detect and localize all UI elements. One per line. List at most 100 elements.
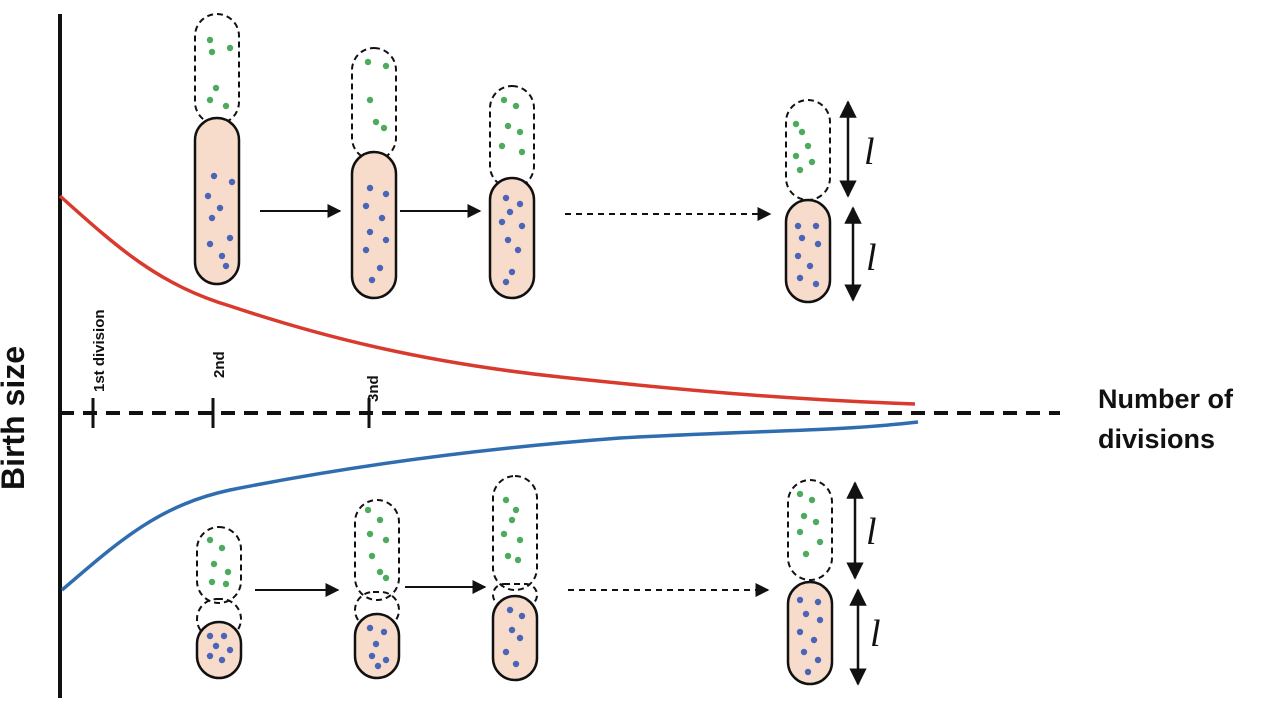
tick-label-1: 1st division	[91, 309, 108, 392]
green-dot	[796, 166, 804, 174]
top-cell-2	[350, 150, 398, 300]
blue-dot	[502, 194, 510, 202]
green-dot	[206, 36, 214, 44]
blue-dot	[208, 214, 216, 222]
blue-dot	[382, 190, 390, 198]
green-dot	[380, 124, 388, 132]
blue-dot	[380, 628, 388, 636]
blue-dot	[368, 276, 376, 284]
green-dot	[516, 536, 524, 544]
blue-dot	[216, 204, 224, 212]
top-cell-2-ghost	[351, 47, 397, 161]
blue-dot	[814, 240, 822, 248]
blue-dot	[206, 240, 214, 248]
green-dot	[206, 536, 214, 544]
green-dot	[508, 516, 516, 524]
blue-dot	[796, 596, 804, 604]
green-dot	[226, 44, 234, 52]
bottom-cell-3	[491, 594, 539, 682]
x-axis-label-line1: Number of	[1098, 384, 1234, 414]
blue-dot	[374, 662, 382, 670]
blue-dot	[806, 262, 814, 270]
top-cell-1	[193, 116, 241, 286]
green-dot	[808, 496, 816, 504]
top-cell-4	[784, 198, 832, 304]
green-dot	[206, 96, 214, 104]
blue-dot	[378, 214, 386, 222]
green-dot	[514, 556, 522, 564]
green-dot	[816, 538, 824, 546]
bottom-cell-4-ghost	[787, 479, 833, 581]
top-cell-1-ghost	[194, 13, 240, 125]
green-dot	[808, 158, 816, 166]
green-dot	[518, 148, 526, 156]
blue-dot	[516, 200, 524, 208]
green-dot	[364, 58, 372, 66]
blue-dot	[222, 262, 230, 270]
green-dot	[504, 122, 512, 130]
green-dot	[796, 528, 804, 536]
blue-dot	[372, 640, 380, 648]
green-dot	[208, 578, 216, 586]
blue-dot	[798, 234, 806, 242]
blue-dot	[802, 610, 810, 618]
blue-dot	[368, 652, 376, 660]
blue-dot	[794, 222, 802, 230]
blue-dot	[518, 612, 526, 620]
blue-dot	[796, 274, 804, 282]
blue-dot	[206, 632, 214, 640]
green-dot	[364, 506, 372, 514]
blue-dot	[366, 184, 374, 192]
blue-dot	[226, 646, 234, 654]
blue-dot	[362, 202, 370, 210]
green-dot	[368, 552, 376, 560]
blue-dot	[810, 636, 818, 644]
green-dot	[376, 516, 384, 524]
blue-dot	[516, 634, 524, 642]
length-label-bottom-upper: l	[866, 511, 877, 553]
green-dot	[372, 118, 380, 126]
blue-dot	[212, 642, 220, 650]
green-dot	[218, 544, 226, 552]
top-cell-4-ghost	[785, 99, 831, 201]
length-label-bottom-lower: l	[870, 613, 881, 655]
blue-dot	[204, 192, 212, 200]
blue-dot	[794, 252, 802, 260]
top-cell-3-ghost	[489, 85, 535, 189]
blue-dot	[382, 656, 390, 664]
bottom-cell-3-ghost-mid	[492, 583, 538, 607]
blue-dot	[210, 172, 218, 180]
blue-dot	[800, 648, 808, 656]
green-dot	[516, 128, 524, 136]
green-dot	[502, 496, 510, 504]
blue-dot	[814, 656, 822, 664]
green-dot	[802, 550, 810, 558]
green-dot	[792, 120, 800, 128]
blue-dot	[502, 278, 510, 286]
tick-label-3: 3nd	[365, 375, 382, 402]
blue-dot	[218, 656, 226, 664]
blue-dot	[504, 236, 512, 244]
green-dot	[366, 96, 374, 104]
bottom-cell-1-ghost	[196, 526, 242, 604]
bottom-cell-2-ghost-mid	[354, 591, 400, 629]
green-dot	[382, 536, 390, 544]
green-dot	[512, 506, 520, 514]
blue-dot	[362, 246, 370, 254]
small-cell-curve	[60, 420, 919, 592]
green-dot	[222, 580, 230, 588]
blue-dot	[366, 624, 374, 632]
green-dot	[224, 568, 232, 576]
green-dot	[212, 84, 220, 92]
blue-dot	[816, 616, 824, 624]
blue-dot	[220, 632, 228, 640]
top-cell-3	[488, 176, 536, 300]
green-dot	[804, 142, 812, 150]
green-dot	[382, 62, 390, 70]
green-dot	[222, 102, 230, 110]
green-dot	[500, 96, 508, 104]
blue-dot	[796, 628, 804, 636]
green-dot	[366, 530, 374, 538]
